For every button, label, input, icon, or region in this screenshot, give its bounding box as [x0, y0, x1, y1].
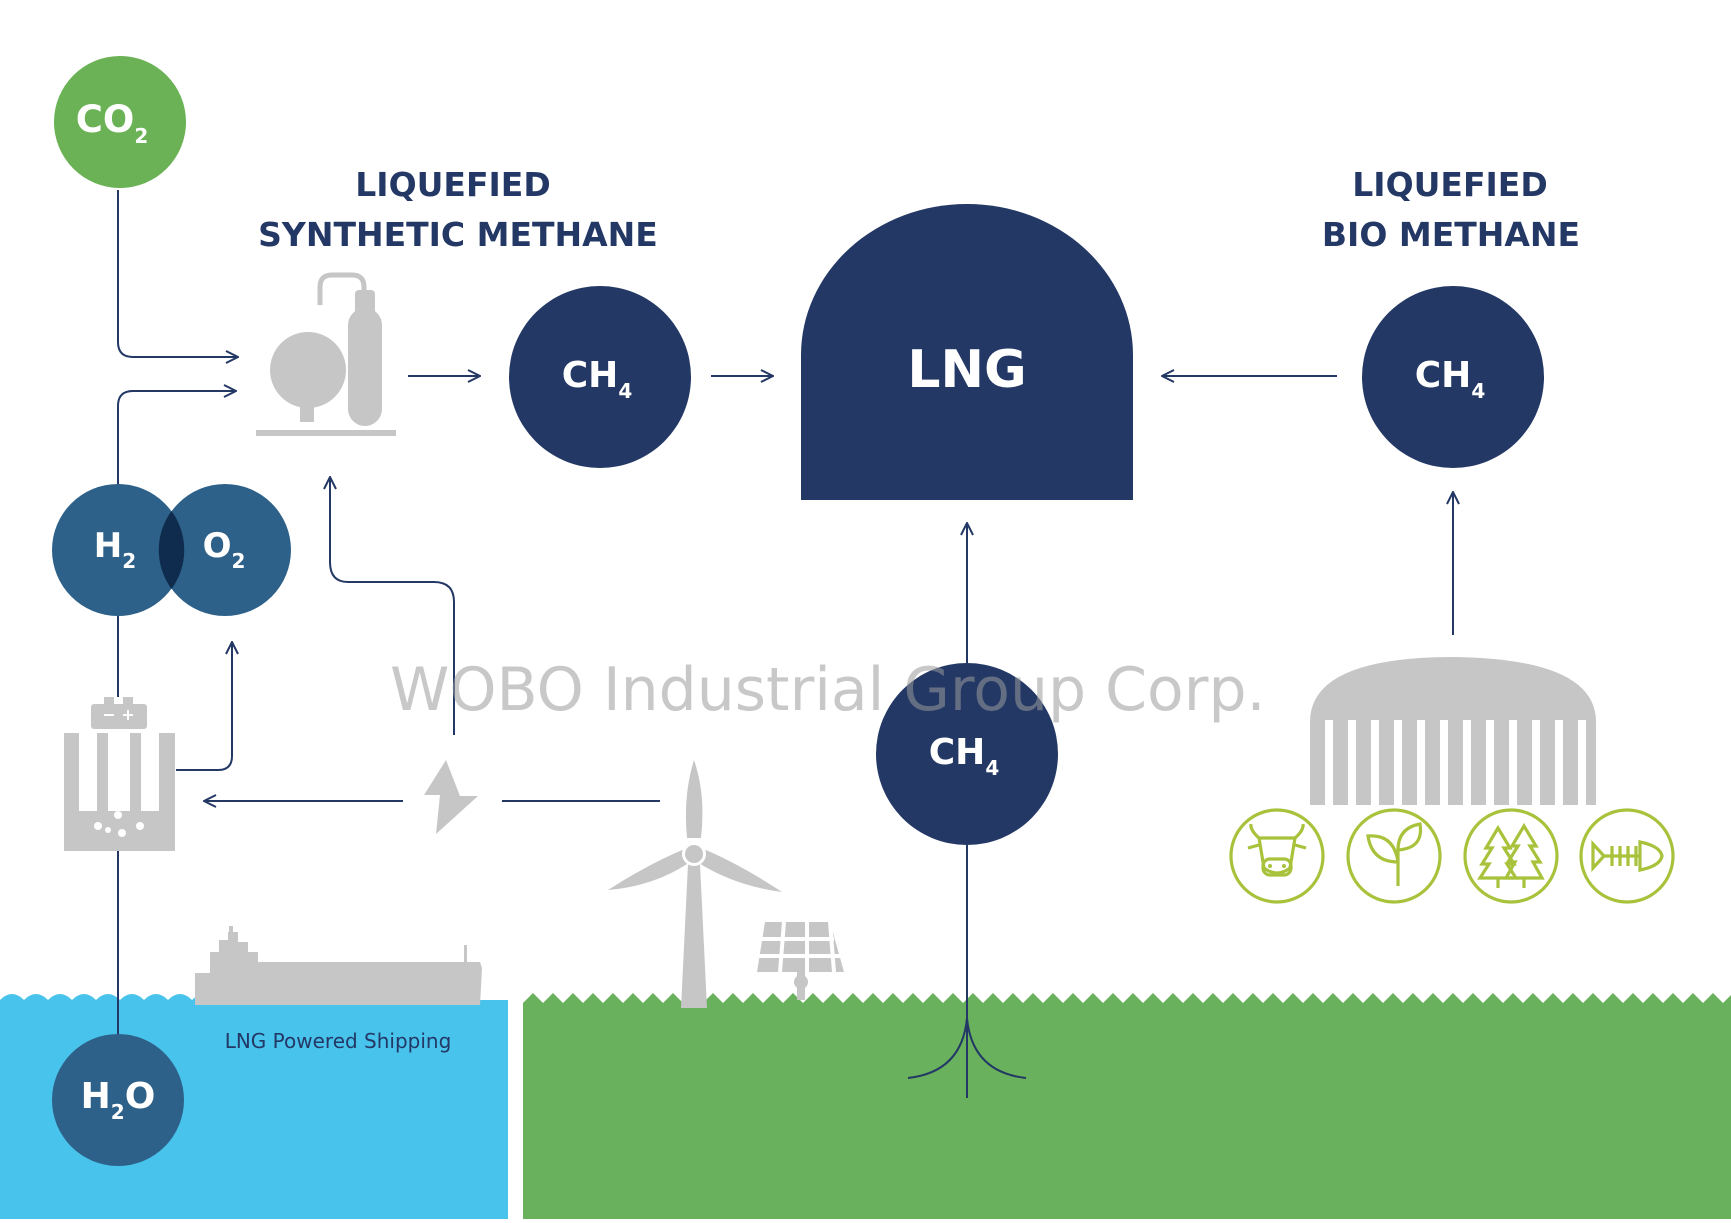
- watermark-text: WOBO Industrial Group Corp.: [390, 655, 1266, 725]
- ch4-synthetic-main: CH: [562, 355, 619, 396]
- h2-circle: [52, 484, 184, 616]
- fish-icon: [1578, 807, 1676, 905]
- connectors: [117, 190, 1453, 1098]
- ch4-bio-sub: 4: [1471, 379, 1485, 403]
- ship-icon: [195, 926, 482, 1005]
- methanation-plant-icon: [256, 272, 396, 436]
- bio-title-line2: BIO METHANE: [1322, 215, 1580, 254]
- h2-o2-node: H2 O2: [52, 484, 291, 616]
- svg-text:CO2: CO2: [76, 98, 149, 148]
- battery-to-o2-arrow: [176, 642, 232, 771]
- h2o-o: O: [125, 1076, 156, 1117]
- synthetic-title-line1: LIQUEFIED: [355, 165, 550, 204]
- o2-main: O: [203, 526, 232, 566]
- power-to-plant-arrow: [330, 477, 455, 735]
- svg-text:CH4: CH4: [929, 732, 999, 780]
- h2o-node: H2O: [52, 1034, 184, 1166]
- ch4-ground-sub: 4: [985, 756, 999, 780]
- h2o-h: H: [81, 1076, 111, 1117]
- ch4-ground-main: CH: [929, 732, 986, 773]
- svg-text:O2: O2: [203, 526, 246, 573]
- co2-sub: 2: [134, 124, 148, 148]
- svg-text:H2: H2: [94, 526, 136, 573]
- synthetic-title-line2: SYNTHETIC METHANE: [258, 215, 658, 254]
- plant-icon: [1345, 807, 1443, 905]
- trees-icon: [1462, 807, 1560, 905]
- solar-panel-icon: [757, 921, 844, 1000]
- svg-text:H2O: H2O: [81, 1076, 156, 1124]
- biogas-digester-icon: [1310, 657, 1596, 810]
- overlap-lens: [158, 511, 185, 589]
- ch4-ground-node: CH4: [876, 663, 1058, 845]
- co2-to-plant-arrow: [117, 190, 238, 357]
- lng-label: LNG: [907, 340, 1026, 400]
- well-root-right: [966, 1017, 1027, 1079]
- cow-icon: [1228, 807, 1326, 905]
- lightning-icon: [424, 760, 478, 834]
- ch4-bio-node: CH4: [1362, 286, 1544, 468]
- wind-turbine-icon: [608, 760, 782, 1008]
- ch4-synthetic-sub: 4: [618, 379, 632, 403]
- ch4-bio-main: CH: [1415, 355, 1472, 396]
- shipping-label: LNG Powered Shipping: [225, 1029, 452, 1053]
- battery-electrolyzer-icon: [64, 697, 175, 851]
- lng-tank: LNG: [801, 204, 1133, 500]
- h2o-sub: 2: [111, 1100, 125, 1124]
- bio-title-line1: LIQUEFIED: [1352, 165, 1547, 204]
- grass-area: [523, 993, 1731, 1219]
- o2-sub: 2: [231, 549, 245, 573]
- well-root-left: [907, 1017, 968, 1079]
- svg-text:CH4: CH4: [1415, 355, 1485, 403]
- o2-circle: [159, 484, 291, 616]
- h2-to-plant-arrow: [117, 391, 236, 484]
- svg-text:CH4: CH4: [562, 355, 632, 403]
- h2-main: H: [94, 526, 122, 566]
- co2-node: CO2: [54, 56, 186, 188]
- ch4-synthetic-node: CH4: [509, 286, 691, 468]
- h2-sub: 2: [122, 549, 136, 573]
- co2-main: CO: [76, 98, 135, 141]
